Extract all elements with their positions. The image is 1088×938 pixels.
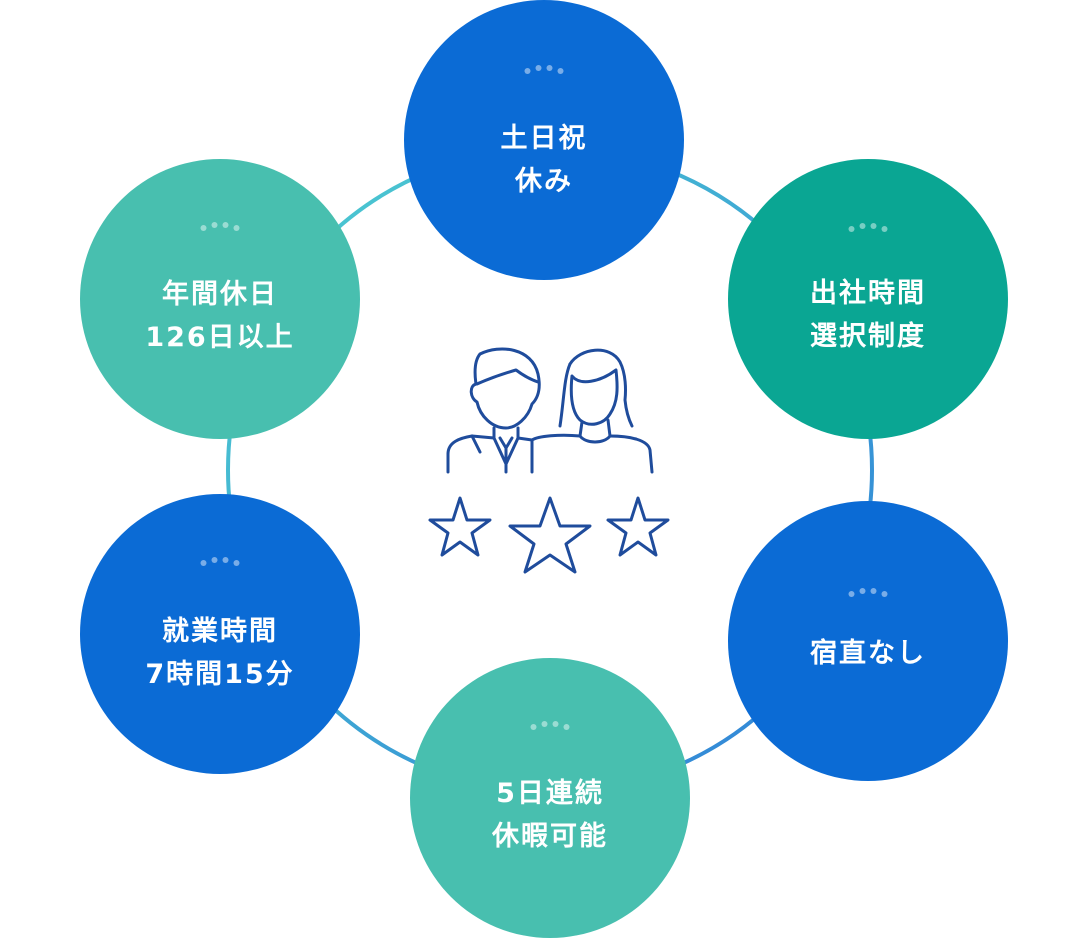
decorative-dots (530, 721, 570, 730)
feature-label-line-2: 休暇可能 (492, 821, 608, 852)
feature-label-line-1: 5日連続 (496, 778, 604, 809)
two-people-with-three-stars-icon (428, 347, 670, 574)
feature-label: 年間休日 126日以上 (145, 273, 294, 359)
feature-label: 出社時間 選択制度 (810, 272, 926, 358)
feature-bubble-five-day-leave: 5日連続 休暇可能 (410, 658, 690, 938)
feature-bubble-selectable-start-time: 出社時間 選択制度 (728, 159, 1008, 439)
feature-label-line-1: 宿直なし (810, 637, 926, 669)
feature-label-line-2: 休み (515, 166, 573, 197)
feature-label: 宿直なし (810, 632, 926, 675)
decorative-dots (848, 223, 888, 232)
feature-label-line-1: 出社時間 (810, 278, 926, 309)
decorative-dots (200, 557, 240, 566)
feature-label: 5日連続 休暇可能 (492, 772, 608, 858)
feature-label-line-1: 就業時間 (162, 616, 278, 647)
feature-bubble-working-hours: 就業時間 7時間15分 (80, 494, 360, 774)
feature-label: 就業時間 7時間15分 (145, 610, 294, 696)
decorative-dots (200, 222, 240, 231)
feature-label: 土日祝 休み (501, 117, 588, 203)
feature-label-line-1: 年間休日 (162, 279, 278, 310)
feature-label-line-2: 7時間15分 (145, 659, 295, 690)
feature-label-line-2: 126日以上 (145, 322, 295, 353)
feature-label-line-1: 土日祝 (500, 123, 588, 154)
feature-bubble-no-night-duty: 宿直なし (728, 501, 1008, 781)
feature-bubble-annual-holidays: 年間休日 126日以上 (80, 159, 360, 439)
feature-label-line-2: 選択制度 (810, 321, 926, 352)
decorative-dots (848, 588, 888, 597)
decorative-dots (524, 65, 564, 74)
feature-bubble-weekends-holidays-off: 土日祝 休み (404, 0, 684, 280)
